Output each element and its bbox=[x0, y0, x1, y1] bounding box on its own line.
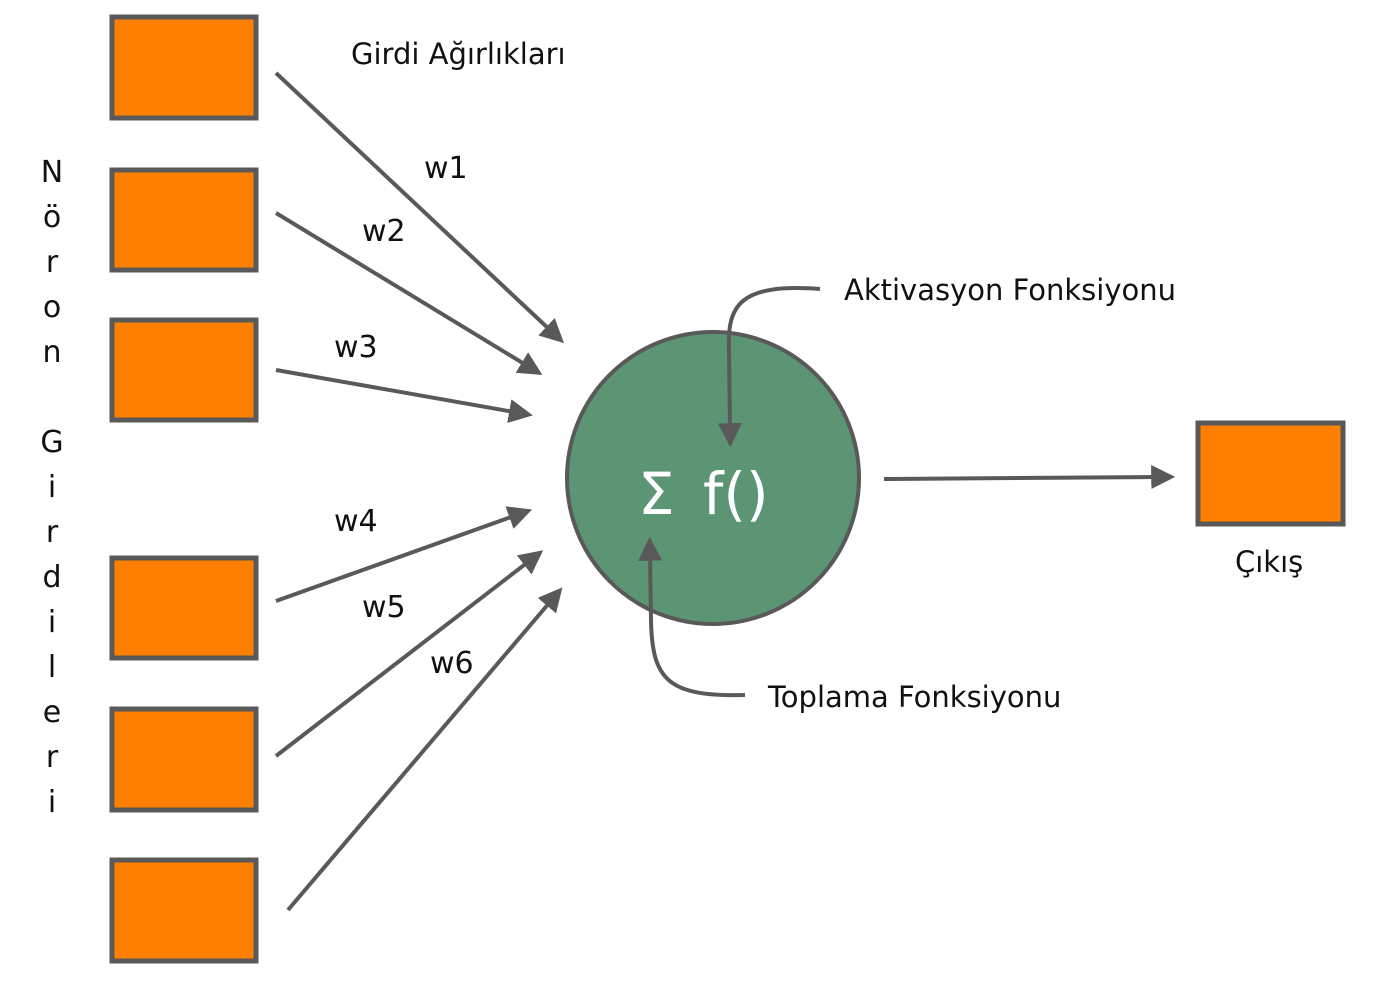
vertical-label-letter: N bbox=[41, 155, 63, 190]
activation-pointer-arrow bbox=[717, 286, 821, 448]
vertical-label-letter: i bbox=[48, 605, 56, 640]
output-label: Çıkış bbox=[1235, 545, 1303, 579]
input-arrow-1 bbox=[274, 71, 565, 344]
vertical-label-letter: n bbox=[42, 335, 61, 370]
input-weights-label: Girdi Ağırlıkları bbox=[351, 37, 566, 71]
input-arrow-6 bbox=[286, 587, 563, 912]
vertical-label-letter: G bbox=[40, 425, 63, 460]
weight-label-w4: w4 bbox=[334, 504, 378, 539]
input-box-2 bbox=[109, 167, 259, 273]
input-box-1 bbox=[109, 14, 259, 121]
weight-label-w6: w6 bbox=[430, 646, 474, 681]
weight-label-w3: w3 bbox=[334, 330, 378, 365]
vertical-label-letter: i bbox=[48, 785, 56, 820]
summation-pointer-arrow bbox=[638, 536, 746, 698]
vertical-label-letter: i bbox=[48, 470, 56, 505]
input-arrow-2 bbox=[274, 211, 543, 375]
vertical-label-letter: r bbox=[46, 245, 59, 280]
weight-label-w1: w1 bbox=[424, 151, 468, 186]
output-box bbox=[1195, 420, 1346, 527]
input-box-5 bbox=[109, 706, 259, 813]
weight-label-w2: w2 bbox=[362, 214, 406, 249]
activation-function-label: Aktivasyon Fonksiyonu bbox=[844, 273, 1176, 307]
vertical-label-letter: l bbox=[48, 650, 56, 685]
vertical-label-letter: ö bbox=[43, 200, 61, 235]
output-arrow bbox=[883, 465, 1176, 490]
input-box-4 bbox=[109, 555, 259, 661]
vertical-label-letter: r bbox=[46, 515, 59, 550]
vertical-label-letter: d bbox=[42, 560, 61, 595]
input-box-3 bbox=[109, 317, 259, 423]
input-arrow-3 bbox=[275, 368, 533, 423]
vertical-label-letter: r bbox=[46, 740, 59, 775]
sum-symbol: Σ bbox=[638, 460, 675, 528]
summation-function-label: Toplama Fonksiyonu bbox=[767, 680, 1061, 714]
function-symbol: f() bbox=[703, 460, 769, 528]
input-box-6 bbox=[109, 857, 259, 964]
input-arrow-4 bbox=[275, 506, 533, 603]
weight-label-w5: w5 bbox=[362, 590, 406, 625]
vertical-label-letter: e bbox=[43, 695, 61, 730]
input-arrow-5 bbox=[274, 550, 544, 758]
vertical-label-letter: o bbox=[43, 290, 61, 325]
